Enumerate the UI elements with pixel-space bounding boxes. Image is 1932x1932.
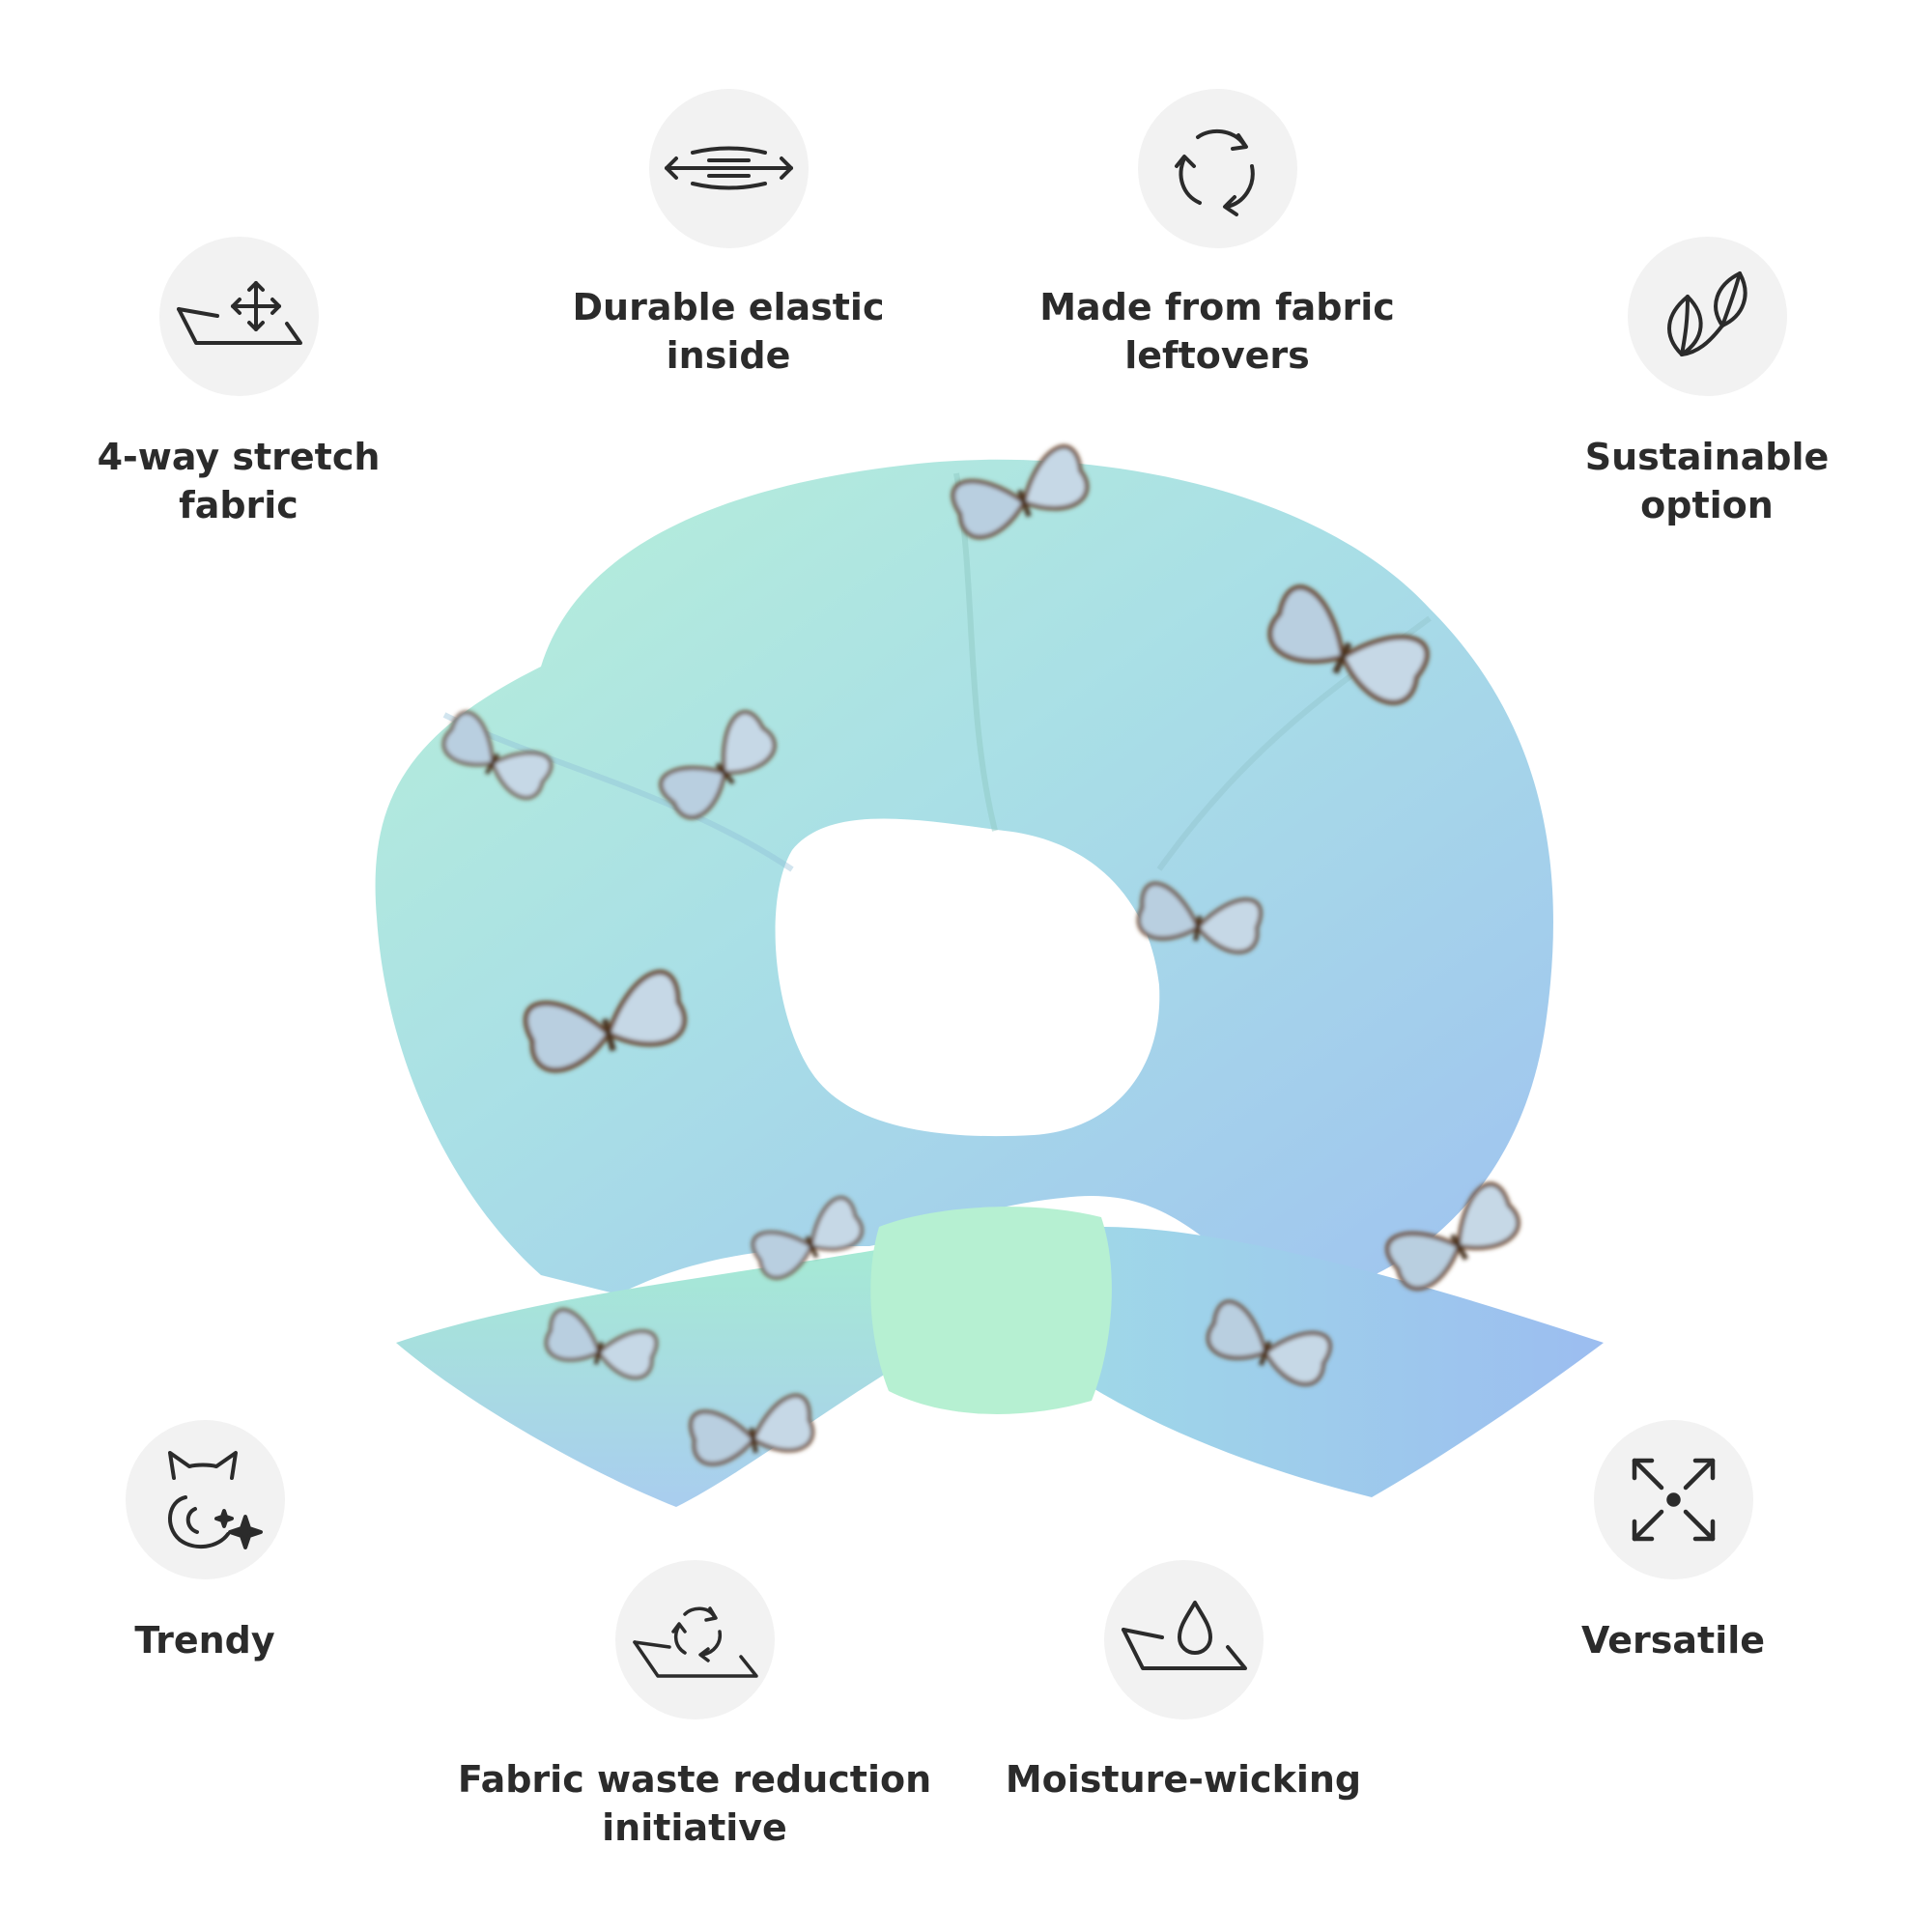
elastic-badge xyxy=(649,89,809,248)
moisture-label: Moisture-wicking xyxy=(1005,1758,1362,1801)
sustainable-badge xyxy=(1628,237,1787,396)
recycle-arrows-icon xyxy=(1175,128,1255,216)
stretch-badge xyxy=(159,237,319,396)
leftovers-badge xyxy=(1138,89,1297,248)
versatile-label: Versatile xyxy=(1580,1619,1766,1662)
cat-sparkle-icon xyxy=(167,1451,263,1549)
stretch-label: 4-way stretch fabric xyxy=(97,436,381,526)
trendy-label: Trendy xyxy=(134,1619,275,1662)
waste-badge xyxy=(615,1560,775,1719)
leftovers-label: Made from fabric leftovers xyxy=(1039,286,1395,377)
sustainable-label: Sustainable option xyxy=(1584,436,1830,526)
fabric-water-drop-icon xyxy=(1122,1601,1247,1670)
versatile-badge xyxy=(1594,1420,1753,1579)
elastic-label: Durable elastic inside xyxy=(572,286,885,377)
trendy-badge xyxy=(126,1420,285,1579)
waste-label: Fabric waste reduction initiative xyxy=(457,1758,932,1849)
fabric-recycle-icon xyxy=(633,1606,758,1678)
fabric-stretch-arrows-icon xyxy=(177,281,302,345)
moisture-badge xyxy=(1104,1560,1264,1719)
expand-arrows-icon xyxy=(1632,1458,1716,1542)
elastic-band-icon xyxy=(665,146,793,190)
leaves-icon xyxy=(1667,271,1747,356)
